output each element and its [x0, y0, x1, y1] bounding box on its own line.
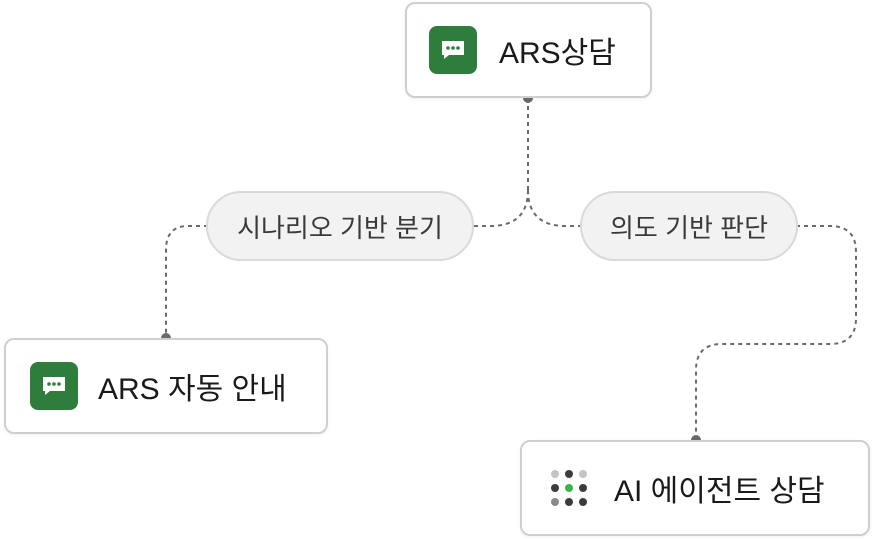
chat-bubble-icon — [429, 26, 477, 74]
chat-bubble-icon — [30, 362, 78, 410]
connector-right-branch — [695, 225, 857, 440]
node-label: ARS상담 — [499, 37, 616, 70]
edge-label-scenario: 시나리오 기반 분기 — [206, 191, 474, 261]
node-ai-agent-consult[interactable]: AI 에이전트 상담 — [520, 440, 870, 536]
dot-grid-icon — [550, 469, 588, 507]
node-ars-auto-guide[interactable]: ARS 자동 안내 — [4, 338, 328, 434]
connector-to-right-pill — [527, 189, 582, 227]
connector-to-left-pill — [472, 189, 529, 227]
node-ars-consult[interactable]: ARS상담 — [405, 2, 652, 98]
node-label: AI 에이전트 상담 — [614, 475, 825, 508]
connector-left-branch — [165, 225, 208, 338]
node-label: ARS 자동 안내 — [98, 373, 287, 406]
edge-label-intent: 의도 기반 판단 — [580, 191, 798, 261]
